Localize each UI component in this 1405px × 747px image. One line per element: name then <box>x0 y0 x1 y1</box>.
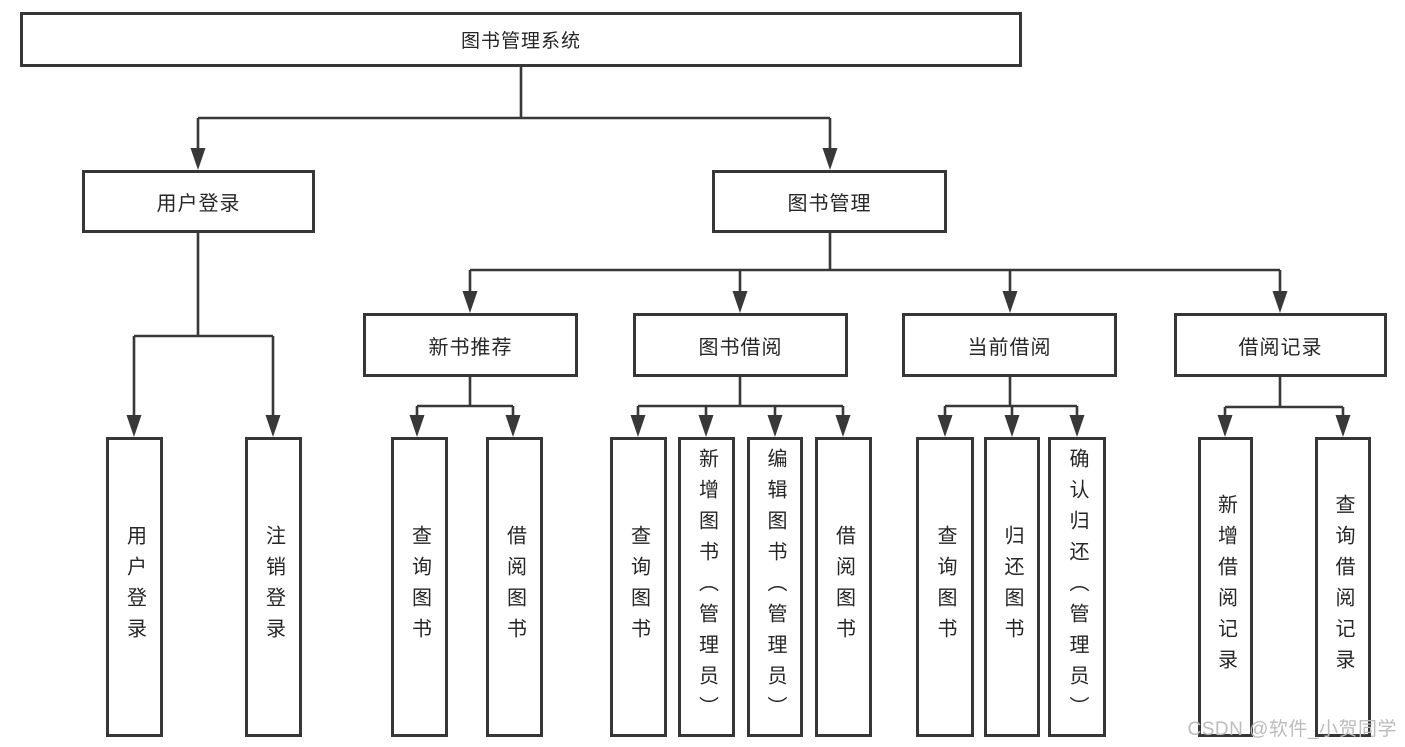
leaf-label: 注销登录 <box>262 525 285 649</box>
arrowhead <box>1004 415 1020 437</box>
connector-book-borrow <box>636 377 845 418</box>
connector-borrow-records <box>1223 377 1345 418</box>
leaf-bb-edit-books-admin: 编辑图书（管理员） <box>747 437 803 737</box>
connector-book-mgmt <box>468 233 1282 294</box>
arrowhead <box>835 415 851 437</box>
arrowhead <box>190 148 206 170</box>
arrowhead <box>265 415 281 437</box>
node-book-management: 图书管理 <box>712 170 947 233</box>
arrowhead <box>126 415 142 437</box>
leaf-user-login: 用户登录 <box>106 437 163 737</box>
leaf-label: 查询借阅记录 <box>1332 494 1354 680</box>
connector-root <box>196 67 832 152</box>
leaf-label: 编辑图书（管理员） <box>764 447 786 727</box>
leaf-label: 查询图书 <box>408 525 431 649</box>
arrowhead <box>462 291 478 313</box>
arrowhead <box>1217 415 1233 437</box>
leaf-br-query-record: 查询借阅记录 <box>1315 437 1371 737</box>
leaf-label: 查询图书 <box>627 525 650 649</box>
leaf-nb-query-books: 查询图书 <box>391 437 448 737</box>
connector-current-borrow <box>943 377 1079 418</box>
leaf-cb-query-books: 查询图书 <box>916 437 974 737</box>
arrowhead <box>630 415 646 437</box>
arrowhead <box>732 291 748 313</box>
leaf-nb-borrow-books: 借阅图书 <box>486 437 543 737</box>
arrowhead <box>767 415 783 437</box>
leaf-label: 归还图书 <box>1001 525 1023 649</box>
arrowhead <box>505 415 521 437</box>
node-current-borrowing: 当前借阅 <box>902 313 1117 377</box>
node-borrowing-records: 借阅记录 <box>1174 313 1387 377</box>
leaf-logout: 注销登录 <box>245 437 302 737</box>
leaf-bb-add-books-admin: 新增图书（管理员） <box>678 437 735 737</box>
connector-user-login <box>132 233 275 418</box>
node-user-login: 用户登录 <box>82 170 315 233</box>
leaf-label: 借阅图书 <box>832 525 855 649</box>
node-new-book-recommend: 新书推荐 <box>363 313 578 377</box>
connector-new-books <box>415 377 515 418</box>
arrowhead <box>937 415 953 437</box>
leaf-bb-borrow-books: 借阅图书 <box>815 437 872 737</box>
leaf-label: 查询图书 <box>934 525 956 649</box>
leaf-bb-query-books: 查询图书 <box>610 437 667 737</box>
arrowhead <box>1002 291 1018 313</box>
arrowhead <box>1335 415 1351 437</box>
arrowhead <box>409 415 425 437</box>
leaf-label: 用户登录 <box>123 525 146 649</box>
leaf-cb-return-books: 归还图书 <box>984 437 1040 737</box>
csdn-watermark: CSDN @软件_小贺同学 <box>1187 719 1397 740</box>
leaf-label: 新增借阅记录 <box>1214 494 1237 680</box>
arrowhead <box>1272 291 1288 313</box>
node-book-borrowing: 图书借阅 <box>633 313 848 377</box>
leaf-label: 借阅图书 <box>503 525 526 649</box>
leaf-cb-confirm-return-admin: 确认归还（管理员） <box>1048 437 1106 737</box>
arrowhead <box>822 148 838 170</box>
node-library-management-system: 图书管理系统 <box>20 12 1022 67</box>
leaf-br-add-record: 新增借阅记录 <box>1198 437 1253 737</box>
leaf-label: 新增图书（管理员） <box>695 447 718 727</box>
arrowhead <box>698 415 714 437</box>
arrowhead <box>1069 415 1085 437</box>
leaf-label: 确认归还（管理员） <box>1066 447 1088 727</box>
